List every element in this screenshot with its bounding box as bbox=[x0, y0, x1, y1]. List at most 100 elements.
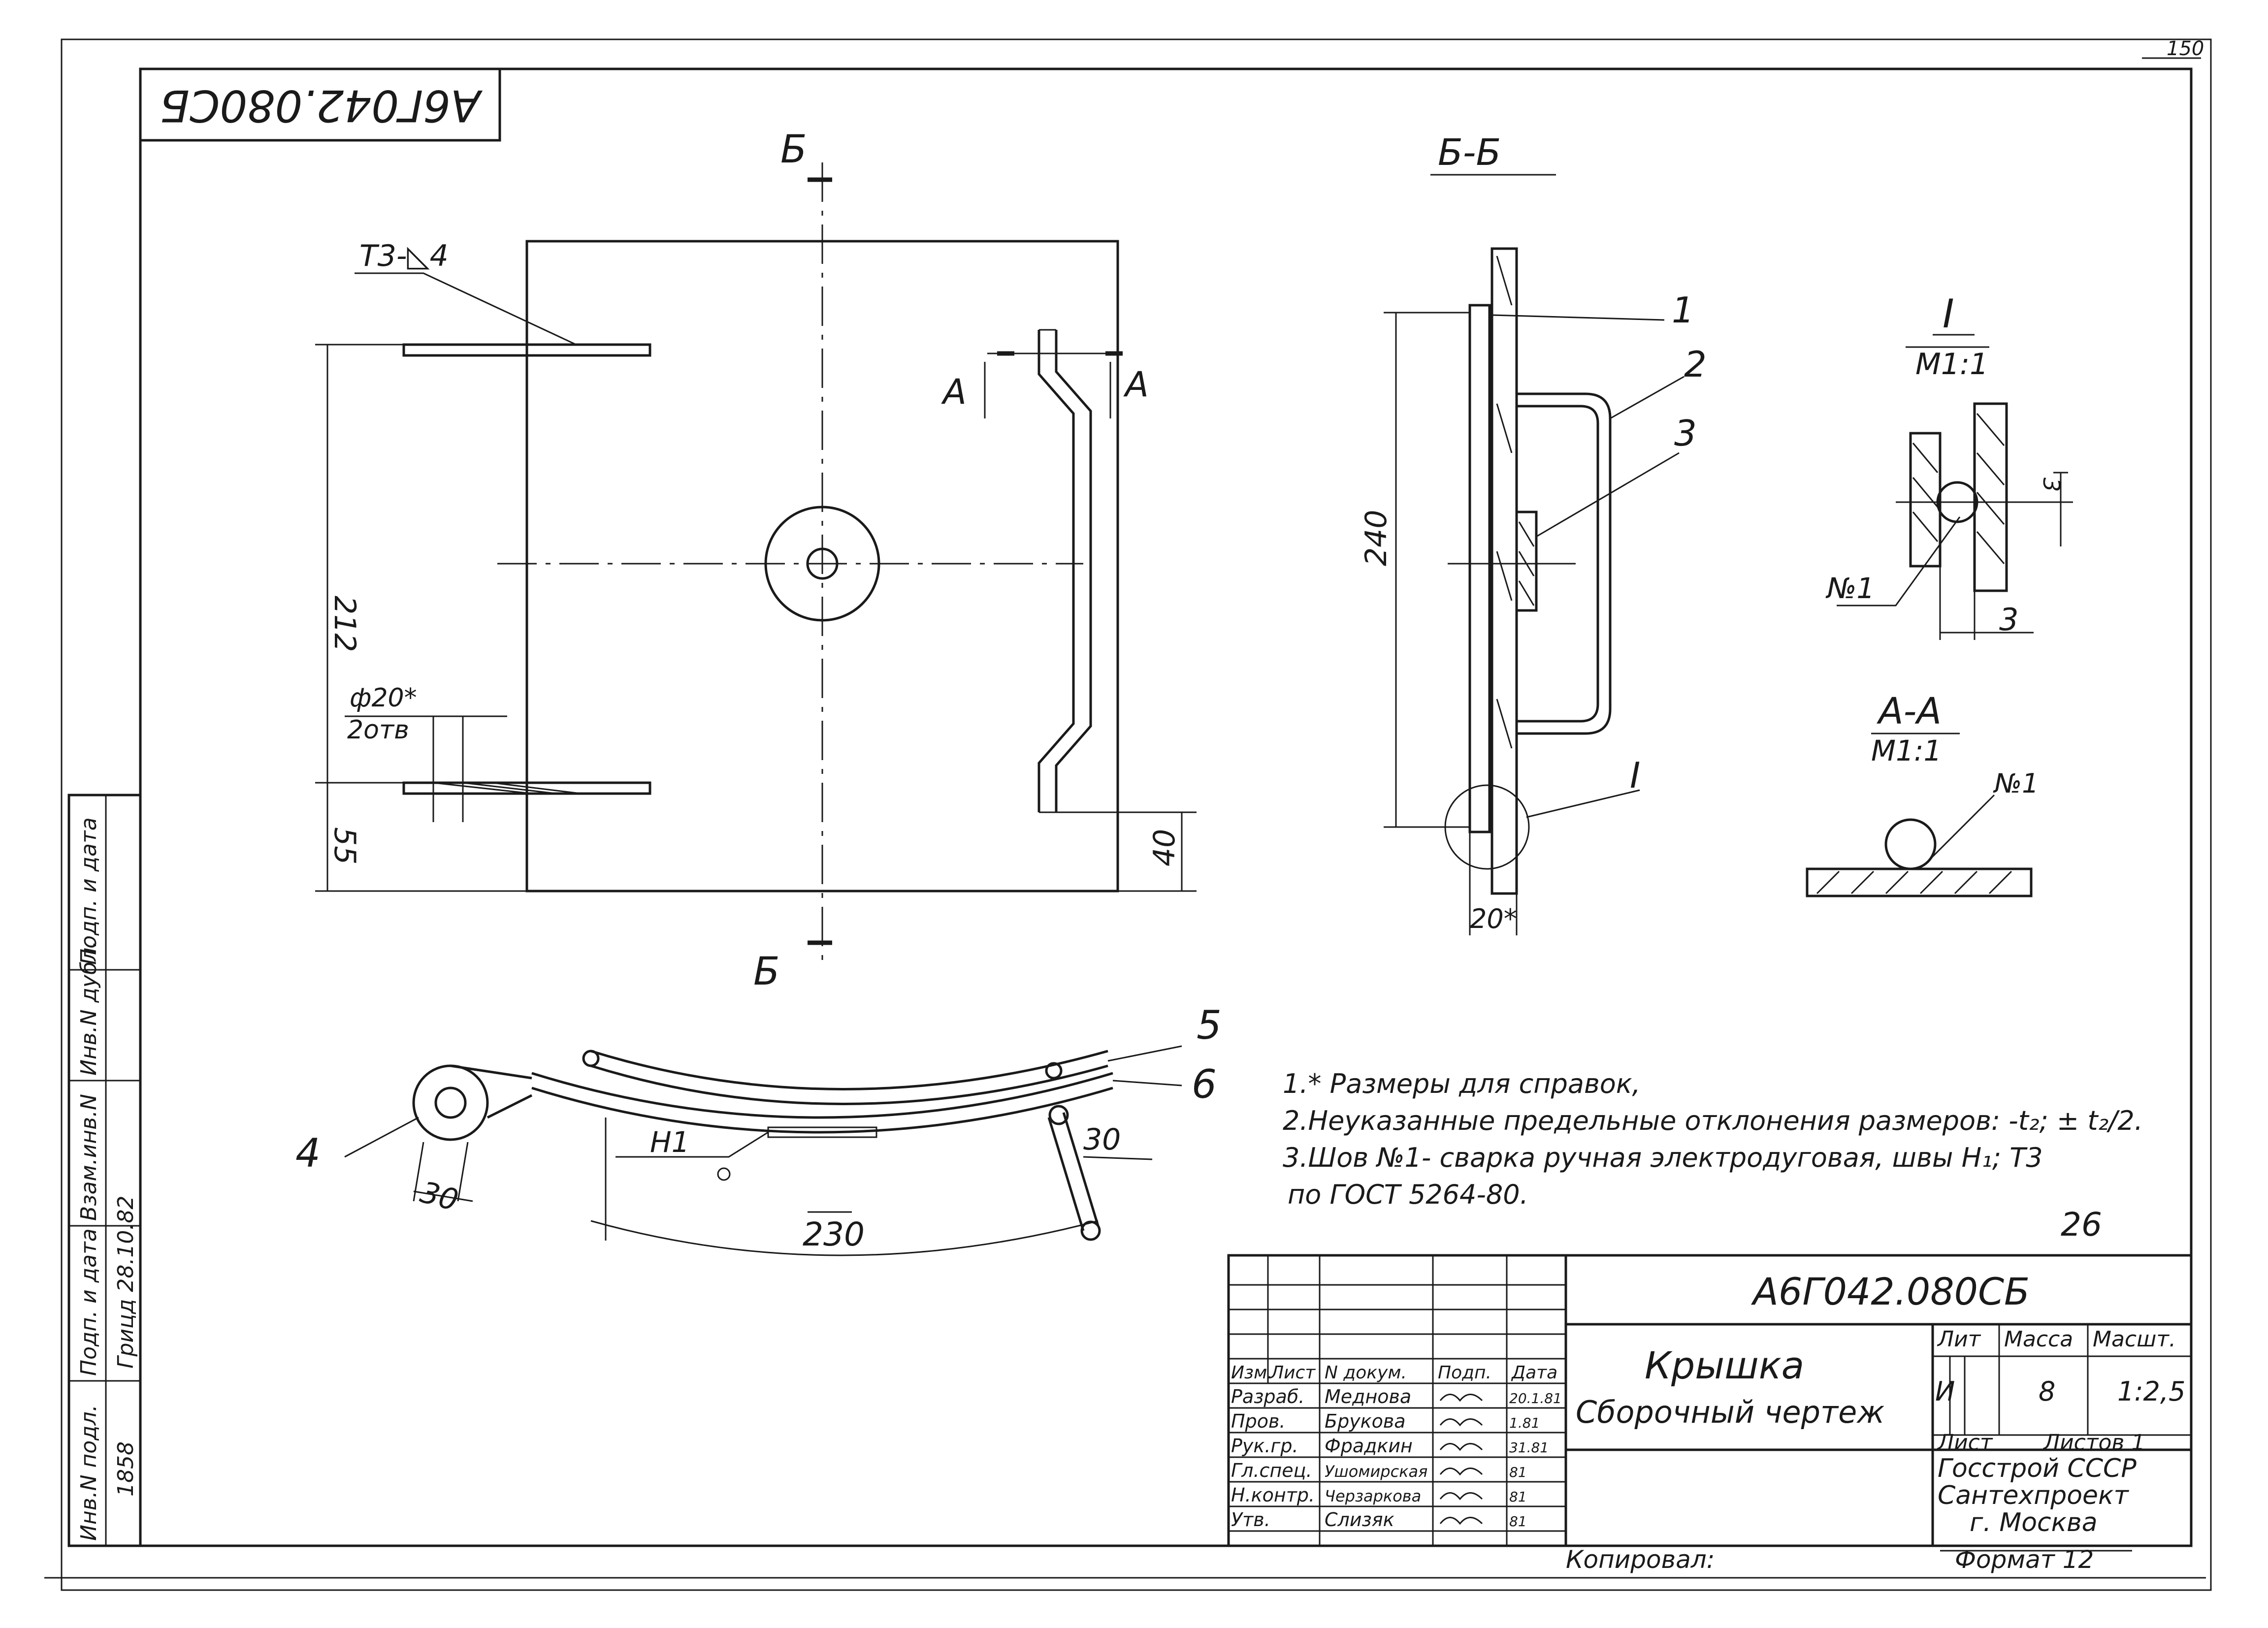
tb-date-1: 20.1.81 bbox=[1509, 1390, 1562, 1406]
tb-org-line3: г. Москва bbox=[1970, 1508, 2098, 1537]
tb-col-date: Дата bbox=[1511, 1363, 1557, 1383]
left-margin-strip: Инв.N подл. Подп. и дата Взам.инв.N Инв.… bbox=[67, 794, 142, 1547]
tb-mass-label: Масса bbox=[2004, 1327, 2073, 1352]
page-number: 26 bbox=[2061, 1206, 2102, 1244]
centre-washer-outer bbox=[764, 506, 880, 622]
section-bb: Б-Б 240 20* 1 2 3 bbox=[1359, 131, 1707, 935]
tb-lit-label: Лит bbox=[1937, 1327, 1981, 1352]
tb-date-4: 81 bbox=[1509, 1464, 1527, 1480]
tb-col-sign: Подп. bbox=[1438, 1363, 1491, 1383]
curved-view: 230 30 30 5 6 4 Н1 bbox=[295, 1002, 1222, 1256]
dim-230: 230 bbox=[803, 1215, 865, 1253]
corner-mark: 150 bbox=[2142, 37, 2204, 60]
tb-sheet-label: Лист bbox=[1937, 1430, 1993, 1455]
tb-role-6: Утв. bbox=[1231, 1509, 1270, 1531]
tb-title-line1: Крышка bbox=[1645, 1343, 1804, 1387]
tb-role-3: Рук.гр. bbox=[1231, 1435, 1298, 1457]
section-title: Б-Б bbox=[1438, 131, 1501, 174]
signature-scribble-4 bbox=[1439, 1468, 1483, 1476]
tb-col-list: Лист bbox=[1269, 1363, 1316, 1383]
corner-mark-text: 150 bbox=[2167, 37, 2204, 60]
note-1: 1.* Размеры для справок, bbox=[1283, 1068, 1641, 1099]
margin-value-2: Грицд 28.10.82 bbox=[113, 1196, 138, 1369]
dim-55: 55 bbox=[327, 827, 362, 864]
tb-org-line2: Сантехпроект bbox=[1938, 1481, 2129, 1510]
note-2: 2.Неуказанные предельные отклонения разм… bbox=[1283, 1105, 2143, 1136]
tb-date-3: 31.81 bbox=[1509, 1439, 1549, 1456]
callout-5: 5 bbox=[1197, 1002, 1222, 1048]
section-strip bbox=[1468, 304, 1491, 833]
section-aa-scale: М1:1 bbox=[1871, 734, 1942, 767]
hole-diameter: ф20* bbox=[350, 683, 417, 713]
tb-name-2: Брукова bbox=[1325, 1410, 1406, 1432]
note-4: по ГОСТ 5264-80. bbox=[1288, 1179, 1528, 1210]
notes: 1.* Размеры для справок, 2.Неуказанные п… bbox=[1283, 1068, 2143, 1210]
dim-240: 240 bbox=[1359, 510, 1393, 566]
mirrored-designation: А6Г042.080СБ bbox=[160, 80, 483, 131]
tb-role-2: Пров. bbox=[1231, 1410, 1285, 1432]
tb-scale-label: Масшт. bbox=[2093, 1327, 2176, 1352]
weld-no: №1 bbox=[1825, 572, 1875, 605]
cut-a-right: А bbox=[1123, 364, 1149, 405]
dim-20: 20* bbox=[1470, 903, 1517, 934]
dim-212: 212 bbox=[327, 596, 362, 652]
centre-washer-inner bbox=[806, 547, 839, 580]
tb-sheets-label: Листов 1 bbox=[2042, 1430, 2145, 1455]
plan-view: Б Б Т3-◺4 212 55 ф20* 2отв bbox=[315, 128, 1119, 994]
callout-1: 1 bbox=[1672, 289, 1694, 331]
tb-scale-value: 1:2,5 bbox=[2117, 1376, 2185, 1407]
tb-name-3: Фрадкин bbox=[1325, 1435, 1413, 1457]
detail-i: I М1:1 3 3 №1 bbox=[1825, 291, 2073, 640]
margin-header-1: Инв.N подл. bbox=[76, 1405, 101, 1541]
tb-date-2: 1.81 bbox=[1509, 1415, 1540, 1431]
weld-no-aa: №1 bbox=[1993, 768, 2039, 799]
tb-date-6: 81 bbox=[1509, 1513, 1527, 1530]
section-aa: А-А М1:1 №1 bbox=[1806, 690, 2039, 897]
signature-scribble-2 bbox=[1439, 1418, 1483, 1427]
detail-title: I bbox=[1943, 291, 1954, 337]
callout-2: 2 bbox=[1684, 344, 1707, 385]
margin-header-5: Подп. и дата bbox=[76, 817, 101, 965]
signature-scribble-5 bbox=[1439, 1492, 1483, 1500]
hinge-eye-outer bbox=[412, 1064, 489, 1141]
tb-col-izm: Изм. bbox=[1231, 1363, 1273, 1383]
hole-count: 2отв bbox=[347, 715, 409, 745]
tb-name-6: Слизяк bbox=[1325, 1509, 1394, 1531]
cut-a-left: А bbox=[941, 372, 967, 412]
margin-header-4: Инв.N дубл. bbox=[76, 941, 101, 1076]
copied-label: Копировал: bbox=[1566, 1545, 1715, 1574]
section-mark-top: Б bbox=[780, 128, 807, 172]
mirrored-designation-box: А6Г042.080СБ bbox=[139, 67, 501, 142]
section-mark-bottom: Б bbox=[753, 950, 780, 994]
tb-name-4: Ушомирская bbox=[1325, 1462, 1427, 1481]
detail-ref: I bbox=[1630, 755, 1640, 796]
weld-h1: Н1 bbox=[650, 1125, 690, 1159]
tb-col-doc: N докум. bbox=[1325, 1363, 1407, 1383]
margin-value-1: 1858 bbox=[113, 1441, 138, 1497]
dim-40: 40 bbox=[1147, 829, 1182, 866]
tb-role-1: Разраб. bbox=[1231, 1386, 1304, 1407]
tb-title-line2: Сборочный чертеж bbox=[1576, 1394, 1884, 1430]
section-aa-title: А-А bbox=[1877, 690, 1942, 733]
tb-date-5: 81 bbox=[1509, 1489, 1527, 1505]
tb-name-5: Черзаркова bbox=[1325, 1487, 1421, 1505]
note-3: 3.Шов №1- сварка ручная электродуговая, … bbox=[1283, 1142, 2043, 1173]
callout-4: 4 bbox=[295, 1130, 321, 1176]
signature-scribble-6 bbox=[1439, 1517, 1483, 1525]
dim-30-right: 30 bbox=[1083, 1122, 1121, 1157]
handle-side-view: А А 40 bbox=[941, 329, 1197, 892]
weld-symbol: Т3-◺4 bbox=[359, 239, 449, 273]
tb-org-line1: Госстрой СССР bbox=[1938, 1454, 2137, 1483]
tb-lit-value: И bbox=[1935, 1376, 1955, 1407]
signature-scribble-1 bbox=[1439, 1394, 1483, 1402]
callout-6: 6 bbox=[1192, 1061, 1217, 1107]
dim-3: 3 bbox=[1999, 602, 2018, 638]
callout-3: 3 bbox=[1674, 413, 1697, 454]
section-washer bbox=[1515, 511, 1538, 612]
tb-name-1: Меднова bbox=[1325, 1386, 1411, 1407]
tb-mass-value: 8 bbox=[2039, 1376, 2055, 1407]
format-label: Формат 12 bbox=[1955, 1545, 2094, 1574]
sheet-outer-frame bbox=[61, 38, 2212, 1591]
section-plate bbox=[1490, 247, 1518, 895]
